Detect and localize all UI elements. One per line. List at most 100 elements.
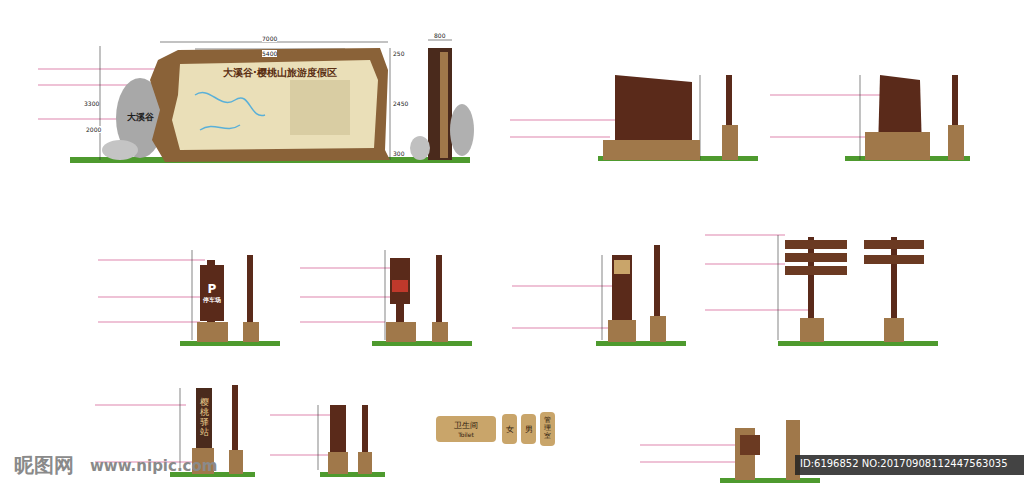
parking-sign: P停车场 bbox=[200, 265, 224, 321]
leader-line bbox=[770, 95, 885, 96]
pillar bbox=[440, 52, 448, 158]
sign-post bbox=[328, 452, 348, 474]
main-board bbox=[150, 48, 390, 162]
sign-post bbox=[785, 266, 847, 275]
watermark-bar bbox=[795, 455, 1024, 475]
sign-post bbox=[243, 322, 259, 342]
watermark: www.nipic.com bbox=[90, 457, 217, 475]
dimension-line bbox=[100, 46, 101, 160]
leader-line bbox=[98, 297, 205, 298]
leader-line bbox=[770, 137, 872, 138]
pillar bbox=[410, 136, 430, 160]
map-sign bbox=[722, 125, 738, 160]
info-sign bbox=[865, 75, 964, 160]
dimension-line bbox=[385, 250, 386, 340]
sign-text: 樱桃驿站 bbox=[200, 398, 209, 438]
sign-post bbox=[358, 452, 372, 474]
leader-line bbox=[300, 297, 392, 298]
leader-line bbox=[98, 322, 200, 323]
toilet-plaque: 卫生间Toilet bbox=[436, 416, 496, 442]
leader-line bbox=[512, 328, 612, 329]
sign-text: 女 bbox=[506, 424, 514, 435]
main-board bbox=[195, 93, 265, 116]
dimension: 2000 bbox=[86, 126, 101, 133]
main-board bbox=[172, 60, 378, 150]
dimension-line bbox=[860, 75, 861, 160]
sign-text: 卫生间 bbox=[454, 420, 478, 431]
sign-title: 大溪谷·樱桃山旅游度假区 bbox=[205, 63, 355, 83]
sign-post bbox=[192, 237, 924, 480]
sign-post bbox=[654, 245, 660, 325]
leader-line bbox=[38, 69, 165, 70]
room-plaque: 女 bbox=[502, 414, 517, 444]
dimension: 3300 bbox=[84, 100, 99, 107]
main-board bbox=[150, 48, 390, 162]
sign-post bbox=[740, 435, 760, 455]
pillar bbox=[450, 104, 474, 156]
map-sign bbox=[603, 75, 738, 160]
sign-text: 男 bbox=[525, 424, 533, 435]
pillar bbox=[428, 48, 452, 160]
sign-post bbox=[197, 322, 228, 342]
pillar bbox=[410, 48, 474, 160]
leader-line bbox=[95, 405, 186, 406]
sign-text: 大溪谷·樱桃山旅游度假区 bbox=[223, 66, 337, 80]
sign-text: P bbox=[208, 282, 217, 296]
logo-rock bbox=[102, 140, 138, 160]
leader-line bbox=[640, 462, 735, 463]
dimension: 7000 bbox=[262, 35, 277, 42]
sign-post bbox=[386, 322, 416, 342]
dimension: 800 bbox=[434, 32, 445, 39]
main-board bbox=[290, 80, 350, 135]
leader-line bbox=[270, 415, 330, 416]
leader-line bbox=[270, 455, 330, 456]
dimension-line bbox=[192, 250, 193, 340]
dimension: 300 bbox=[393, 150, 404, 157]
sign-post bbox=[612, 255, 632, 330]
sign-post bbox=[884, 318, 904, 342]
room-plaque: 管理室 bbox=[540, 412, 555, 446]
map-sign bbox=[603, 140, 700, 160]
sign-text: 管理室 bbox=[544, 417, 551, 440]
dimension-line bbox=[100, 40, 860, 470]
dimension-line bbox=[778, 235, 779, 340]
main-board bbox=[200, 125, 240, 130]
leader-line bbox=[705, 235, 785, 236]
grass-strip bbox=[180, 341, 280, 346]
dimension-line bbox=[318, 405, 319, 470]
leader-line bbox=[640, 445, 740, 446]
leader-line bbox=[512, 286, 614, 287]
sign-post bbox=[432, 322, 448, 342]
map-sign bbox=[615, 75, 692, 148]
leader-line bbox=[98, 260, 205, 261]
leader-line bbox=[510, 137, 610, 138]
sign-text: 大溪谷 bbox=[127, 111, 154, 124]
dimension-line bbox=[428, 40, 452, 41]
sign-post bbox=[390, 258, 410, 304]
sign-post bbox=[785, 253, 847, 262]
leader-line bbox=[705, 264, 785, 265]
logo-text: 大溪谷 bbox=[120, 108, 160, 127]
info-sign bbox=[948, 125, 964, 160]
sign-post bbox=[800, 318, 824, 342]
sign-post bbox=[330, 405, 346, 460]
sign-post bbox=[785, 240, 847, 249]
dimension: 2450 bbox=[393, 100, 408, 107]
sign-post bbox=[392, 280, 408, 292]
sign-post bbox=[247, 255, 253, 325]
sign-post bbox=[650, 316, 666, 342]
sign-post bbox=[864, 255, 924, 264]
sign-subtext: Toilet bbox=[458, 431, 474, 438]
vertical-sign: 樱桃驿站 bbox=[196, 388, 212, 448]
sign-post bbox=[436, 255, 442, 325]
sign-post bbox=[864, 240, 924, 249]
sign-subtext: 停车场 bbox=[203, 296, 221, 305]
sign-post bbox=[614, 260, 630, 274]
dimension: 250 bbox=[393, 50, 404, 57]
leader-line bbox=[300, 268, 392, 269]
sign-post bbox=[608, 320, 636, 342]
dimension-line bbox=[602, 255, 603, 340]
leader-line bbox=[510, 120, 625, 121]
grass-strip bbox=[70, 156, 970, 483]
